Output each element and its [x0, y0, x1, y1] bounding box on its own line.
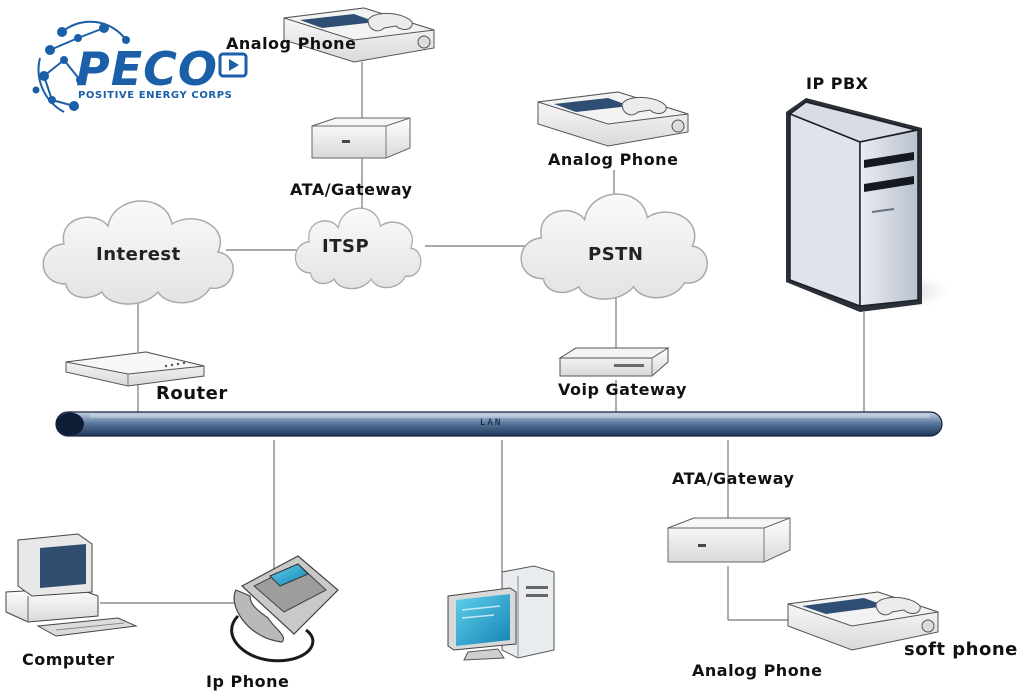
cloud-itsp-label: ITSP — [322, 236, 370, 257]
analog-phone-mid-icon — [537, 91, 689, 147]
ip-pbx-server-icon — [786, 98, 950, 312]
analog-phone-top-icon — [283, 7, 435, 63]
router-icon — [65, 351, 205, 387]
cloud-pstn — [520, 193, 708, 300]
logo-tagline: POSITIVE ENERGY CORPS — [78, 90, 233, 101]
cloud-internet — [42, 200, 234, 305]
analog-phone-mid-label: Analog Phone — [548, 150, 679, 169]
ata-gateway-top-icon — [311, 117, 411, 159]
lan-bus — [55, 411, 943, 437]
ata-gateway-bottom-icon — [667, 517, 791, 563]
ip-phone-icon — [230, 555, 339, 663]
cloud-itsp — [294, 207, 422, 290]
logo-play-icon — [218, 52, 248, 78]
cloud-internet-label: Interest — [96, 244, 181, 265]
ata-gateway-top-label: ATA/Gateway — [290, 180, 413, 199]
soft-phone-label: soft phone — [904, 639, 1018, 660]
computer-label: Computer — [22, 650, 115, 669]
connection-lines — [100, 62, 865, 621]
analog-phone-top-label: Analog Phone — [226, 34, 357, 53]
analog-phone-bottom-icon — [787, 591, 939, 651]
router-label: Router — [156, 383, 228, 404]
ata-gateway-bottom-label: ATA/Gateway — [672, 469, 795, 488]
lan-label: LAN — [480, 418, 503, 428]
cloud-pstn-label: PSTN — [588, 244, 644, 265]
analog-phone-bottom-label: Analog Phone — [692, 661, 823, 680]
ip-pbx-label: IP PBX — [806, 74, 869, 93]
computer-icon — [5, 533, 138, 637]
voip-gateway-icon — [558, 347, 670, 377]
ip-phone-label: Ip Phone — [206, 672, 290, 691]
workstation-icon — [447, 565, 555, 661]
logo-network-icon — [32, 20, 130, 113]
voip-gateway-label: Voip Gateway — [558, 380, 687, 399]
logo-name: PECO — [76, 42, 218, 96]
